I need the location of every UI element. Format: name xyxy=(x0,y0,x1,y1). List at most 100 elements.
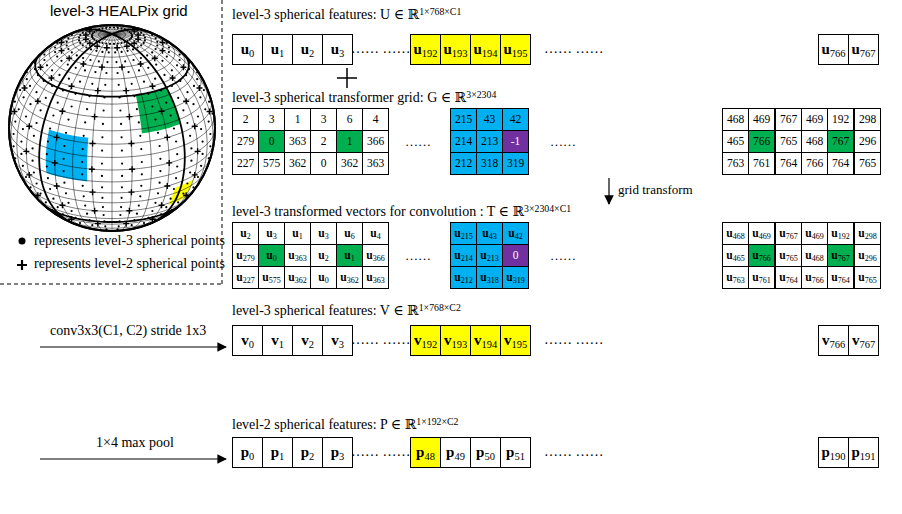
cell-text: u1 xyxy=(292,228,302,240)
grid-line xyxy=(26,34,112,216)
level3-point xyxy=(35,91,37,93)
cell-text: p49 xyxy=(446,445,465,460)
level3-point xyxy=(120,42,122,44)
cell-text: 1 xyxy=(295,114,301,126)
table-cell: u212 xyxy=(450,266,477,289)
cell-text: 465 xyxy=(727,136,744,148)
level2-point xyxy=(87,40,93,46)
ellipsis: …… …… xyxy=(351,444,411,459)
level3-point xyxy=(159,182,161,184)
grid-line xyxy=(17,34,112,200)
level3-point xyxy=(190,147,192,149)
level3-point xyxy=(179,80,181,82)
level3-point xyxy=(79,222,81,224)
cell-text: 1 xyxy=(347,136,353,148)
table-cell: u764 xyxy=(775,266,802,289)
cell-text: 766 xyxy=(806,158,823,170)
level3-point xyxy=(102,123,104,125)
level2-point xyxy=(159,202,165,208)
level3-point xyxy=(101,42,103,44)
table-cell: u1 xyxy=(284,222,311,245)
level3-point xyxy=(105,27,107,29)
level2-point xyxy=(92,208,98,214)
level3-point xyxy=(160,89,162,91)
level3-point xyxy=(91,224,93,226)
level2-point xyxy=(180,64,186,70)
cell-text: p2 xyxy=(301,445,315,460)
level3-point xyxy=(88,95,90,97)
level3-point xyxy=(182,109,184,111)
level3-point xyxy=(204,108,206,110)
level3-point xyxy=(103,214,105,216)
level3-point xyxy=(54,51,56,53)
level2-point xyxy=(192,172,198,178)
level3-point xyxy=(79,42,81,44)
table-cell: u363 xyxy=(284,244,311,267)
table-cell: 0 xyxy=(310,152,337,175)
level3-point xyxy=(209,145,211,147)
level3-point xyxy=(159,158,161,160)
level2-point xyxy=(38,64,44,70)
table-cell: 575 xyxy=(258,152,285,175)
cell-text: 319 xyxy=(507,158,524,170)
level3-point xyxy=(109,43,111,45)
table-cell: u319 xyxy=(502,266,529,289)
level3-point xyxy=(121,51,123,53)
cell-text: 362 xyxy=(341,158,358,170)
level3-point xyxy=(120,27,122,29)
level3-point xyxy=(19,89,21,91)
level3-point xyxy=(119,214,121,216)
level3-point xyxy=(22,165,24,167)
level3-point xyxy=(98,28,100,30)
table-cell: 366 xyxy=(362,130,389,153)
level3-point xyxy=(46,64,48,66)
level3-point xyxy=(170,114,172,116)
table-cell: v1 xyxy=(262,325,293,356)
conv-arrow xyxy=(40,346,226,347)
level3-point xyxy=(138,205,140,207)
level3-point xyxy=(136,108,138,110)
level3-point xyxy=(108,51,110,53)
cell-text: u765 xyxy=(779,250,797,262)
level3-point xyxy=(18,108,20,110)
level2-point xyxy=(83,36,89,42)
level3-point xyxy=(189,135,191,137)
table-cell: u363 xyxy=(362,266,389,289)
cell-text: u0 xyxy=(266,250,276,262)
cell-text: u2 xyxy=(318,250,328,262)
ellipsis: …… …… xyxy=(351,332,411,347)
cell-text: u363 xyxy=(288,250,306,262)
grid-line xyxy=(9,34,112,123)
table-cell: 192 xyxy=(827,108,854,131)
table-cell: 2 xyxy=(232,108,259,131)
table-cell: p191 xyxy=(848,437,879,468)
grid-line xyxy=(112,34,207,200)
table-cell: 761 xyxy=(748,152,775,175)
figure-title: level-3 HEALPix grid xyxy=(50,3,188,20)
cell-text: u2 xyxy=(240,228,250,240)
level3-point xyxy=(79,34,81,36)
table-cell: u575 xyxy=(258,266,285,289)
level3-point xyxy=(189,171,191,173)
level3-point xyxy=(46,153,48,155)
level3-point xyxy=(119,220,121,222)
cell-text: p0 xyxy=(241,445,255,460)
level3-point xyxy=(67,202,69,204)
table-cell: u42 xyxy=(502,222,529,245)
legend-text: represents level-2 spherical points xyxy=(34,256,225,271)
level3-point xyxy=(140,57,142,59)
level3-point xyxy=(52,198,54,200)
level3-point xyxy=(105,43,107,45)
level3-point xyxy=(170,198,172,200)
level3-point xyxy=(129,31,131,33)
step-label: grid transform xyxy=(618,183,693,197)
level2-point xyxy=(114,45,120,51)
level3-point xyxy=(120,123,122,125)
level3-point xyxy=(65,192,67,194)
table-cell: u318 xyxy=(476,266,503,289)
level2-point xyxy=(66,55,72,61)
cell-text: u3 xyxy=(331,42,345,57)
level3-point xyxy=(95,40,97,42)
level3-point xyxy=(82,44,84,46)
level3-point xyxy=(104,225,106,227)
